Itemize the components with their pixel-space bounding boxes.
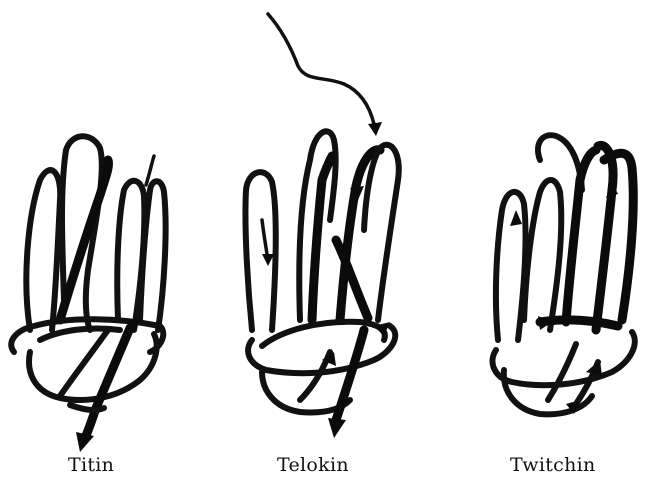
titin-structure: [11, 136, 165, 452]
twitchin-structure: [493, 135, 635, 414]
telokin-label: Telokin: [277, 454, 349, 476]
titin-label: Titin: [68, 454, 114, 476]
twitchin-label: Twitchin: [510, 454, 596, 476]
telokin-structure: [245, 14, 398, 438]
